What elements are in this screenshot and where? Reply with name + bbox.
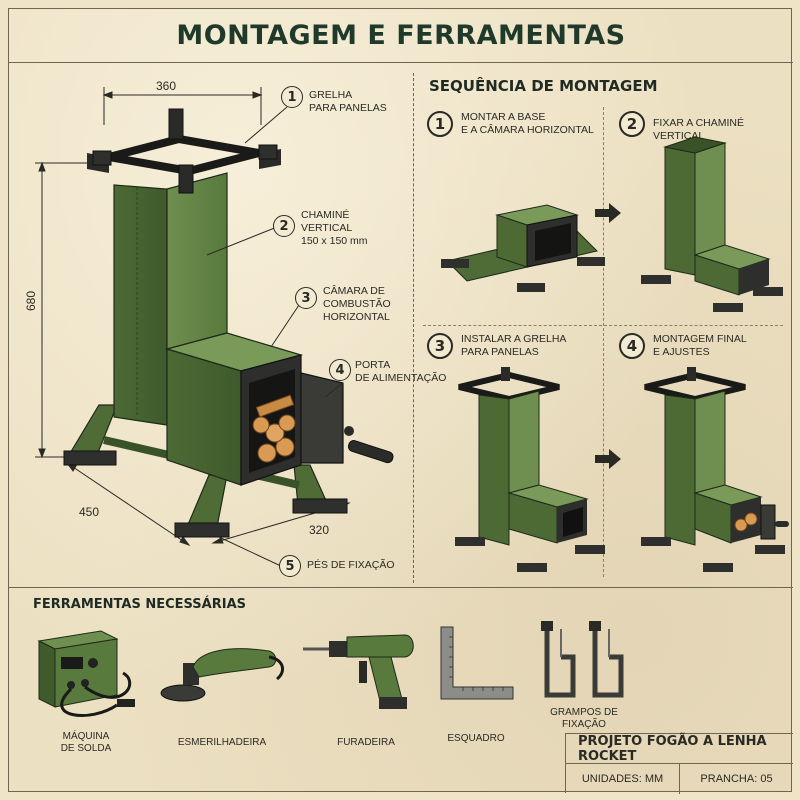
tool-label-drill: FURADEIRA bbox=[337, 737, 395, 748]
arrow-step-1-to-2 bbox=[595, 203, 621, 223]
title-bar: MONTAGEM E FERRAMENTAS bbox=[9, 9, 793, 63]
step-1-illustration bbox=[441, 204, 605, 292]
chimney-size-label: 150 x 150 mm bbox=[301, 235, 368, 247]
callout-badge-5: 5 bbox=[279, 555, 301, 577]
step-4-illustration bbox=[641, 367, 789, 572]
tool-label-angle-grinder: ESMERILHADEIRA bbox=[177, 737, 267, 748]
title-block-meta: UNIDADES: mm PRANCHA: 05 bbox=[566, 764, 793, 794]
firewood bbox=[252, 394, 296, 463]
step-label-4: MONTAGEM FINAL E AJUSTES bbox=[653, 333, 747, 358]
clamps-icon bbox=[541, 621, 624, 698]
step-badge-2: 2 bbox=[619, 111, 645, 137]
callout-badge-2: 2 bbox=[273, 215, 295, 237]
feed-door bbox=[300, 372, 394, 464]
step-badge-1: 1 bbox=[427, 111, 453, 137]
callout-label-chimney: CHAMINÉ VERTICAL bbox=[301, 209, 353, 234]
square-ruler-icon bbox=[440, 626, 514, 700]
tool-label-square-ruler: ESQUADRO bbox=[447, 733, 505, 744]
step-divider-vertical bbox=[603, 107, 604, 577]
welding-machine-icon bbox=[37, 630, 135, 717]
callout-label-combustion-chamber: CÂMARA DE COMBUSTÃO HORIZONTAL bbox=[323, 285, 391, 323]
tools-title: FERRAMENTAS NECESSÁRIAS bbox=[33, 597, 247, 612]
horizontal-divider bbox=[9, 587, 793, 588]
vertical-divider bbox=[413, 73, 414, 583]
callout-label-feed-door: PORTA DE ALIMENTAÇÃO bbox=[355, 359, 447, 384]
title-block-sheet: PRANCHA: 05 bbox=[679, 764, 793, 794]
callout-badge-4: 4 bbox=[329, 359, 351, 381]
step-2-illustration bbox=[641, 136, 783, 312]
title-block-units: UNIDADES: mm bbox=[581, 773, 664, 785]
step-3-illustration bbox=[455, 367, 605, 572]
step-label-3: INSTALAR A GRELHA PARA PANELAS bbox=[461, 333, 567, 358]
step-label-1: MONTAR A BASE E A CÂMARA HORIZONTAL bbox=[461, 111, 594, 136]
pot-grate bbox=[87, 108, 281, 194]
title-block: PROJETO FOGÃO A LENHA ROCKET UNIDADES: m… bbox=[565, 733, 793, 794]
page-title: MONTAGEM E FERRAMENTAS bbox=[176, 20, 626, 51]
step-badge-4: 4 bbox=[619, 333, 645, 359]
tool-label-welding-machine: MÁQUINA DE SOLDA bbox=[60, 731, 112, 754]
drawing-sheet: MONTAGEM E FERRAMENTAS bbox=[8, 8, 793, 794]
step-label-2: FIXAR A CHAMINÉ VERTICAL bbox=[653, 117, 745, 142]
vertical-chimney bbox=[113, 172, 228, 426]
callout-badge-1: 1 bbox=[281, 86, 303, 108]
dimension-base-width-value: 320 bbox=[309, 523, 330, 537]
title-block-project: PROJETO FOGÃO A LENHA ROCKET bbox=[566, 734, 793, 764]
dimension-base-depth-value: 450 bbox=[79, 505, 100, 519]
step-badge-3: 3 bbox=[427, 333, 453, 359]
tool-label-clamps: GRAMPOS DE FIXAÇÃO bbox=[550, 707, 618, 730]
dimension-top-width-value: 360 bbox=[156, 79, 177, 93]
dimension-height-value: 680 bbox=[24, 290, 39, 312]
dimension-top-width bbox=[102, 87, 263, 125]
arrow-step-3-to-4 bbox=[595, 449, 621, 469]
dimension-height bbox=[35, 161, 109, 459]
callout-label-pot-grate: GRELHA PARA PANELAS bbox=[309, 89, 387, 114]
rocket-stove-main-illustration bbox=[35, 87, 394, 568]
angle-grinder-icon bbox=[160, 648, 285, 702]
callout-leader-lines bbox=[206, 106, 344, 568]
callout-label-feet: PÉS DE FIXAÇÃO bbox=[307, 559, 395, 571]
sequence-title: SEQUÊNCIA DE MONTAGEM bbox=[429, 77, 658, 95]
callout-badge-3: 3 bbox=[295, 287, 317, 309]
dimension-base-depth bbox=[65, 462, 191, 546]
drill-icon bbox=[303, 634, 414, 709]
